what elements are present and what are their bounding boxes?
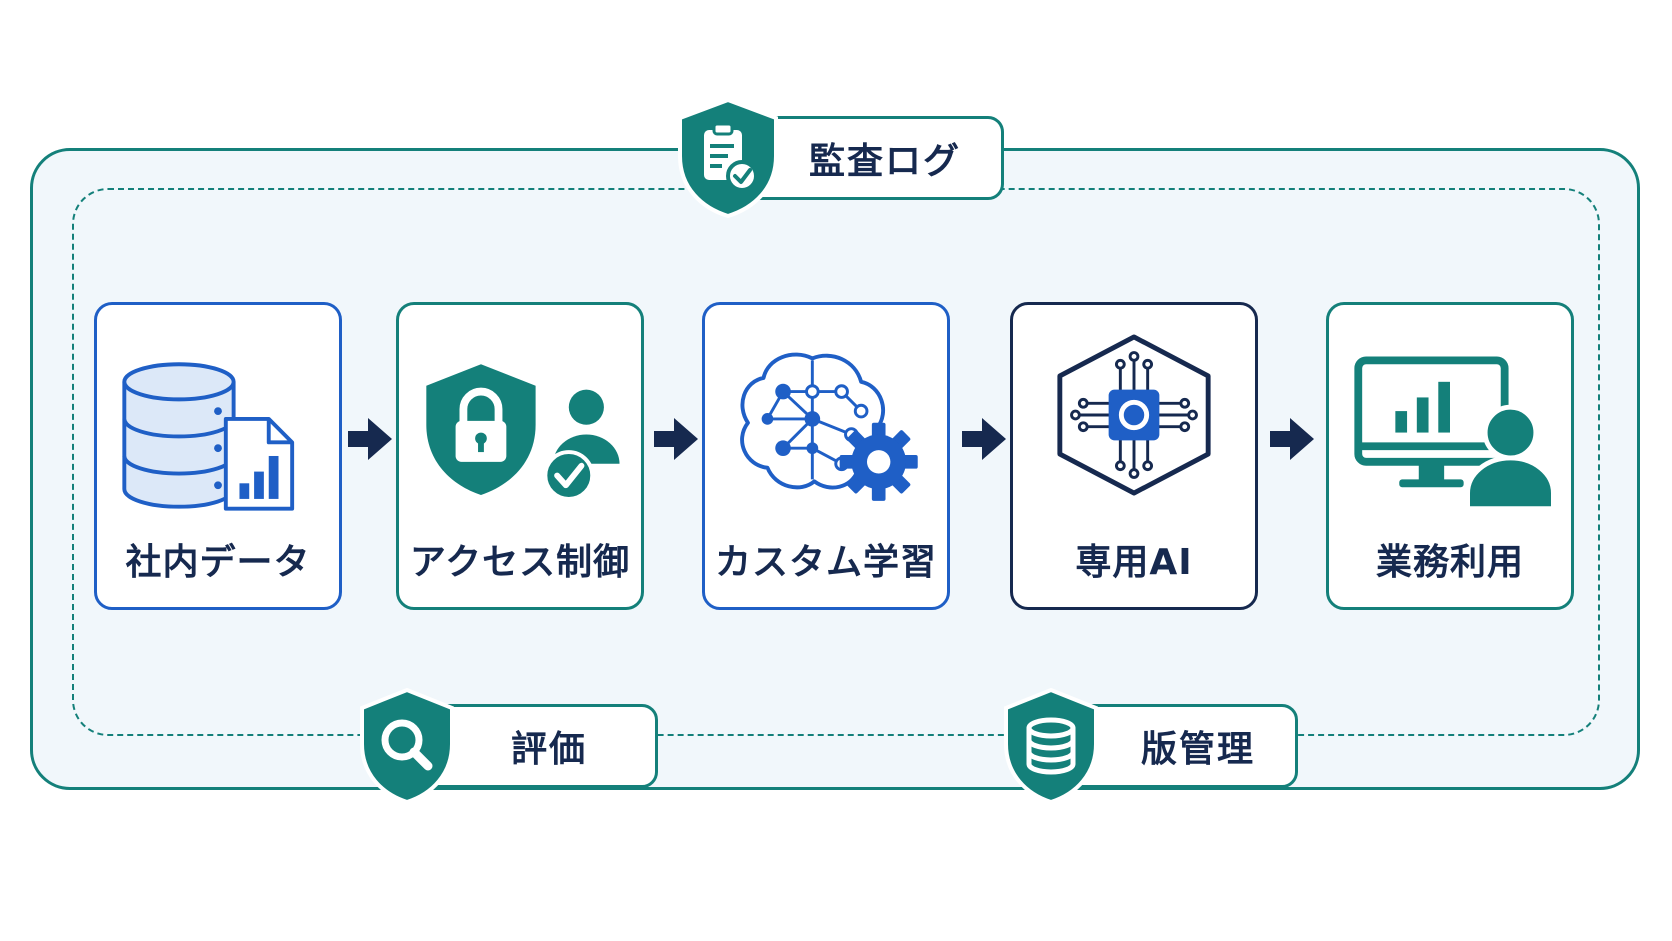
- step-label: 社内データ: [125, 542, 311, 583]
- arrow-right-icon: [654, 418, 698, 460]
- magnifier-icon: [360, 687, 454, 805]
- monitor-chart-user-icon: [1354, 356, 1556, 512]
- step-internal-data: 社内データ: [94, 302, 342, 610]
- arrow-right-icon: [348, 418, 392, 460]
- arrow-right-icon: [1270, 418, 1314, 460]
- evaluation-label: 評価: [511, 729, 588, 770]
- database-icon: [1004, 687, 1098, 805]
- step-dedicated-ai: 専用AI: [1010, 302, 1258, 610]
- step-label: 業務利用: [1375, 542, 1524, 583]
- step-access-control: アクセス制御: [396, 302, 644, 610]
- version-control-label: 版管理: [1141, 729, 1256, 770]
- database-document-chart-icon: [122, 362, 295, 511]
- shield-lock-user-check-icon: [426, 364, 620, 501]
- step-label: アクセス制御: [409, 542, 631, 583]
- step-label: カスタム学習: [714, 542, 937, 583]
- hexagon-chip-icon: [1057, 334, 1211, 496]
- clipboard-check-icon: [678, 97, 778, 219]
- arrow-right-icon: [962, 418, 1006, 460]
- audit-log-label: 監査ログ: [809, 141, 962, 182]
- brain-network-gear-icon: [740, 352, 918, 501]
- step-business-use: 業務利用: [1326, 302, 1574, 610]
- step-label: 専用AI: [1075, 542, 1193, 583]
- step-custom-training: カスタム学習: [702, 302, 950, 610]
